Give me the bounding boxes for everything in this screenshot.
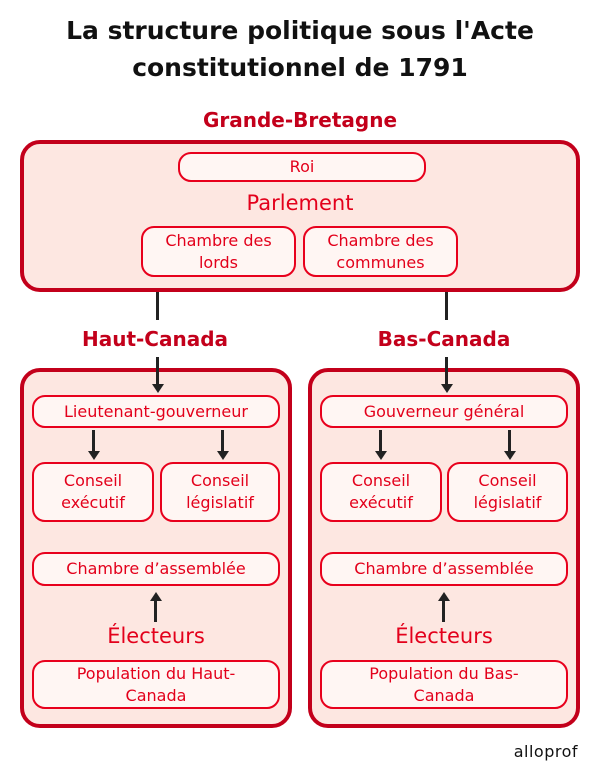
connector-line bbox=[445, 292, 448, 320]
roi-box: Roi bbox=[178, 152, 426, 182]
arrow-down-icon bbox=[440, 384, 453, 393]
lieutenant-gouverneur-box: Lieutenant-gouverneur bbox=[32, 395, 280, 428]
conseil-executif-box: Conseil exécutif bbox=[320, 462, 442, 522]
haut-canada-label: Haut-Canada bbox=[81, 327, 229, 351]
arrow-line bbox=[445, 357, 448, 385]
arrow-line bbox=[508, 430, 511, 452]
gouverneur-general-box: Gouverneur général bbox=[320, 395, 568, 428]
alloprof-logo: alloprof bbox=[513, 742, 578, 761]
chambre-communes-box: Chambre des communes bbox=[303, 226, 458, 277]
conseil-legislatif-box: Conseil législatif bbox=[160, 462, 280, 522]
chambre-lords-box: Chambre des lords bbox=[141, 226, 296, 277]
arrow-down-icon bbox=[503, 451, 516, 460]
arrow-line bbox=[154, 600, 157, 622]
conseil-executif-box: Conseil exécutif bbox=[32, 462, 154, 522]
arrow-line bbox=[92, 430, 95, 452]
bas-canada-label: Bas-Canada bbox=[377, 327, 511, 351]
arrow-up-icon bbox=[149, 592, 162, 601]
conseil-legislatif-box: Conseil législatif bbox=[447, 462, 568, 522]
arrow-down-icon bbox=[216, 451, 229, 460]
parlement-label: Parlement bbox=[246, 191, 354, 215]
chambre-assemblee-box: Chambre d’assemblée bbox=[32, 552, 280, 586]
arrow-down-icon bbox=[151, 384, 164, 393]
population-box: Population du Bas-Canada bbox=[320, 660, 568, 709]
arrow-up-icon bbox=[437, 592, 450, 601]
arrow-down-icon bbox=[374, 451, 387, 460]
electeurs-label: Électeurs bbox=[395, 624, 493, 648]
population-box: Population du Haut-Canada bbox=[32, 660, 280, 709]
arrow-down-icon bbox=[87, 451, 100, 460]
arrow-line bbox=[221, 430, 224, 452]
arrow-line bbox=[379, 430, 382, 452]
electeurs-label: Électeurs bbox=[107, 624, 205, 648]
page-title: La structure politique sous l'Acte const… bbox=[66, 16, 534, 82]
chambre-assemblee-box: Chambre d’assemblée bbox=[320, 552, 568, 586]
arrow-line bbox=[442, 600, 445, 622]
arrow-line bbox=[156, 357, 159, 385]
connector-line bbox=[156, 292, 159, 320]
grande-bretagne-label: Grande-Bretagne bbox=[202, 108, 398, 132]
